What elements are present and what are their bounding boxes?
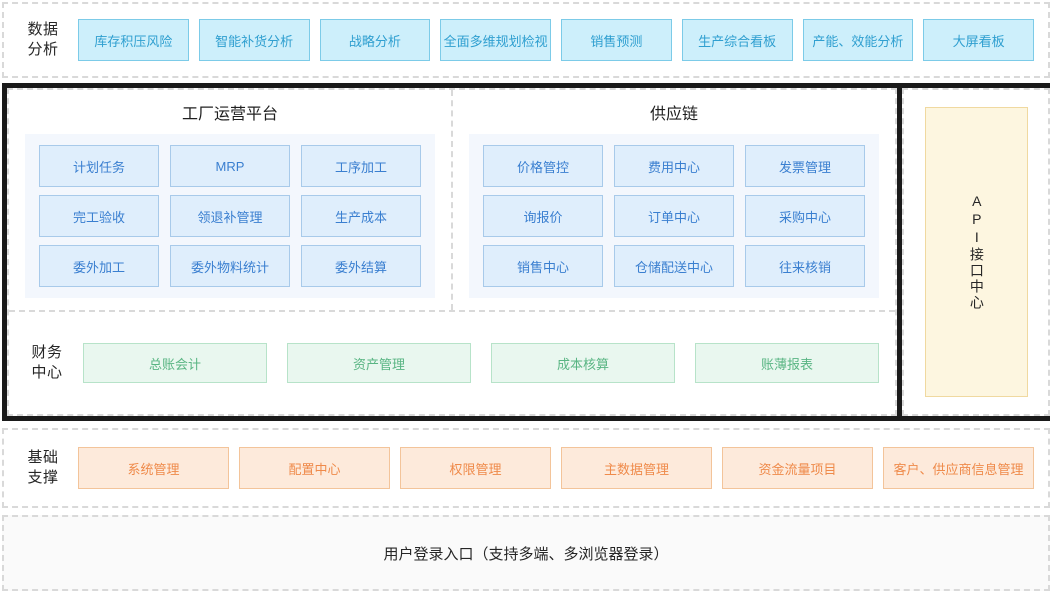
- data-analysis-label: 数据 分析: [27, 20, 59, 58]
- base-chip-master-data-management[interactable]: 主数据管理: [561, 447, 712, 489]
- core-block: 工厂运营平台 计划任务 MRP 工序加工 完工验收 领退补管理 生产成本: [2, 83, 1050, 421]
- module-expense-center[interactable]: 费用中心: [614, 145, 734, 187]
- module-row: 销售中心 仓储配送中心 往来核销: [483, 245, 865, 287]
- base-chip-cash-flow-project[interactable]: 资金流量项目: [722, 447, 873, 489]
- analysis-chip-capacity-efficiency[interactable]: 产能、效能分析: [802, 19, 914, 61]
- factory-platform-title: 工厂运营平台: [181, 106, 278, 123]
- base-chip-system-management[interactable]: 系统管理: [78, 447, 229, 489]
- module-warehouse-distribution-center[interactable]: 仓储配送中心: [614, 245, 734, 287]
- module-receivable-payable-reconciliation[interactable]: 往来核销: [745, 245, 865, 287]
- module-row: 计划任务 MRP 工序加工: [39, 145, 421, 187]
- api-center-label: API接口中心: [968, 193, 985, 311]
- base-chip-permission-management[interactable]: 权限管理: [400, 447, 551, 489]
- platforms-row: 工厂运营平台 计划任务 MRP 工序加工 完工验收 领退补管理 生产成本: [9, 90, 895, 312]
- module-production-cost[interactable]: 生产成本: [301, 195, 421, 237]
- module-row: 价格管控 费用中心 发票管理: [483, 145, 865, 187]
- api-center-box[interactable]: API接口中心: [924, 107, 1028, 397]
- api-center-column: API接口中心: [897, 83, 1050, 421]
- finance-chip-asset-management[interactable]: 资产管理: [287, 343, 471, 383]
- module-outsourced-material-stats[interactable]: 委外物料统计: [170, 245, 290, 287]
- base-support-band: 基础 支撑 系统管理 配置中心 权限管理 主数据管理 资金流量项目 客户、供应商…: [2, 428, 1050, 508]
- supply-chain-module-panel: 价格管控 费用中心 发票管理 询报价 订单中心 采购中心 销售中心: [469, 134, 879, 298]
- data-analysis-band: 数据 分析 库存积压风险 智能补货分析 战略分析 全面多维规划检视 销售预测 生…: [2, 2, 1050, 78]
- module-price-control[interactable]: 价格管控: [483, 145, 603, 187]
- analysis-chip-multidim-planning[interactable]: 全面多维规划检视: [440, 19, 551, 61]
- module-row: 完工验收 领退补管理 生产成本: [39, 195, 421, 237]
- analysis-chip-large-screen[interactable]: 大屏看板: [923, 19, 1034, 61]
- finance-chip-ledger-report[interactable]: 账薄报表: [695, 343, 879, 383]
- base-chip-configuration-center[interactable]: 配置中心: [239, 447, 390, 489]
- finance-center-row: 财务 中心 总账会计 资产管理 成本核算 账薄报表: [9, 312, 895, 414]
- core-main-frame: 工厂运营平台 计划任务 MRP 工序加工 完工验收 领退补管理 生产成本: [2, 83, 897, 421]
- core-main-inner: 工厂运营平台 计划任务 MRP 工序加工 完工验收 领退补管理 生产成本: [7, 88, 897, 416]
- finance-chip-row: 总账会计 资产管理 成本核算 账薄报表: [83, 343, 879, 383]
- factory-operations-platform: 工厂运营平台 计划任务 MRP 工序加工 完工验收 领退补管理 生产成本: [9, 90, 453, 310]
- base-support-chip-row: 系统管理 配置中心 权限管理 主数据管理 资金流量项目 客户、供应商信息管理: [78, 447, 1034, 489]
- login-entry-label: 用户登录入口（支持多端、多浏览器登录）: [383, 545, 669, 563]
- data-analysis-chip-row: 库存积压风险 智能补货分析 战略分析 全面多维规划检视 销售预测 生产综合看板 …: [78, 19, 1034, 61]
- finance-chip-general-ledger[interactable]: 总账会计: [83, 343, 267, 383]
- login-entry-band: 用户登录入口（支持多端、多浏览器登录）: [2, 515, 1050, 591]
- analysis-chip-strategy[interactable]: 战略分析: [319, 19, 431, 61]
- module-inquiry-quotation[interactable]: 询报价: [483, 195, 603, 237]
- base-chip-customer-supplier-info[interactable]: 客户、供应商信息管理: [883, 447, 1034, 489]
- module-issue-return-supplement[interactable]: 领退补管理: [170, 195, 290, 237]
- analysis-chip-smart-replenishment[interactable]: 智能补货分析: [198, 19, 310, 61]
- module-purchase-center[interactable]: 采购中心: [745, 195, 865, 237]
- module-completion-acceptance[interactable]: 完工验收: [39, 195, 159, 237]
- finance-chip-cost-accounting[interactable]: 成本核算: [491, 343, 675, 383]
- module-outsourced-processing[interactable]: 委外加工: [39, 245, 159, 287]
- analysis-chip-sales-forecast[interactable]: 销售预测: [561, 19, 672, 61]
- finance-center-label: 财务 中心: [31, 343, 63, 381]
- supply-chain-platform: 供应链 价格管控 费用中心 发票管理 询报价 订单中心 采购中心: [453, 90, 895, 310]
- module-outsourced-settlement[interactable]: 委外结算: [301, 245, 421, 287]
- module-process-machining[interactable]: 工序加工: [301, 145, 421, 187]
- module-invoice-management[interactable]: 发票管理: [745, 145, 865, 187]
- api-center-inner: API接口中心: [902, 88, 1050, 416]
- analysis-chip-production-dashboard[interactable]: 生产综合看板: [681, 19, 793, 61]
- module-row: 委外加工 委外物料统计 委外结算: [39, 245, 421, 287]
- analysis-chip-inventory-risk[interactable]: 库存积压风险: [78, 19, 189, 61]
- module-mrp[interactable]: MRP: [170, 145, 290, 187]
- supply-chain-title: 供应链: [649, 106, 698, 123]
- module-order-center[interactable]: 订单中心: [614, 195, 734, 237]
- base-support-label: 基础 支撑: [27, 448, 59, 486]
- module-plan-task[interactable]: 计划任务: [39, 145, 159, 187]
- module-row: 询报价 订单中心 采购中心: [483, 195, 865, 237]
- factory-module-panel: 计划任务 MRP 工序加工 完工验收 领退补管理 生产成本 委外加工: [25, 134, 435, 298]
- module-sales-center[interactable]: 销售中心: [483, 245, 603, 287]
